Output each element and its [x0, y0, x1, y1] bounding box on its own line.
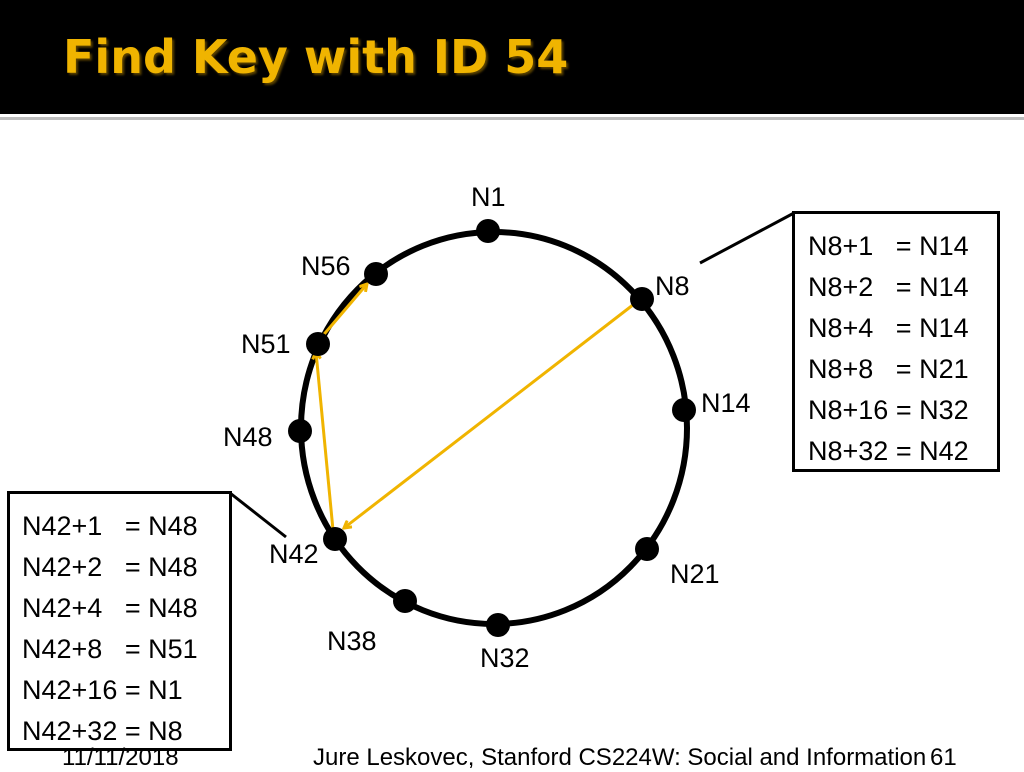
lookup-arrow-n51-n56: [318, 284, 367, 340]
finger-table-n42: N42+1 = N48 N42+2 = N48 N42+4 = N48 N42+…: [7, 491, 232, 751]
node-label-n51: N51: [241, 329, 291, 359]
finger-row: N42+1 = N48: [22, 511, 198, 541]
footer-credit: Jure Leskovec, Stanford CS224W: Social a…: [313, 744, 927, 771]
lookup-arrow-n8-n42: [344, 299, 639, 528]
finger-row: N8+32 = N42: [808, 436, 969, 466]
lookup-arrow-n42-n51: [316, 352, 335, 531]
node-n8: [630, 287, 654, 311]
node-label-n38: N38: [327, 626, 377, 656]
node-n1: [476, 219, 500, 243]
finger-row: N8+8 = N21: [808, 354, 969, 384]
node-n48: [288, 419, 312, 443]
finger-row: N42+32 = N8: [22, 716, 183, 746]
node-n14: [672, 398, 696, 422]
finger-row: N8+16 = N32: [808, 395, 969, 425]
node-label-n32: N32: [480, 643, 530, 673]
slide-title: Find Key with ID 54: [63, 30, 569, 84]
finger-row: N8+4 = N14: [808, 313, 969, 343]
node-label-n42: N42: [269, 539, 319, 569]
node-label-n14: N14: [701, 388, 751, 418]
footer-date: 11/11/2018: [62, 744, 179, 771]
finger-row: N42+8 = N51: [22, 634, 198, 664]
node-n51: [306, 332, 330, 356]
finger-row: N8+2 = N14: [808, 272, 969, 302]
title-bar: [0, 0, 1024, 114]
node-label-n48: N48: [223, 422, 273, 452]
finger-row: N42+16 = N1: [22, 675, 183, 705]
callout-line-n8: [699, 211, 795, 265]
finger-row: N42+2 = N48: [22, 552, 198, 582]
ring-circle: [298, 229, 690, 627]
footer-page-number: 61: [930, 744, 957, 771]
node-label-n56: N56: [301, 251, 351, 281]
node-label-n1: N1: [471, 182, 506, 212]
node-n38: [393, 589, 417, 613]
node-n56: [364, 262, 388, 286]
node-label-n8: N8: [655, 271, 690, 301]
node-label-n21: N21: [670, 559, 720, 589]
finger-row: N42+4 = N48: [22, 593, 198, 623]
node-n42: [323, 527, 347, 551]
node-n32: [486, 613, 510, 637]
finger-table-n8: N8+1 = N14 N8+2 = N14 N8+4 = N14 N8+8 = …: [792, 211, 1000, 472]
title-divider: [0, 117, 1024, 120]
finger-row: N8+1 = N14: [808, 231, 969, 261]
callout-line-n42: [229, 491, 287, 539]
node-n21: [635, 537, 659, 561]
